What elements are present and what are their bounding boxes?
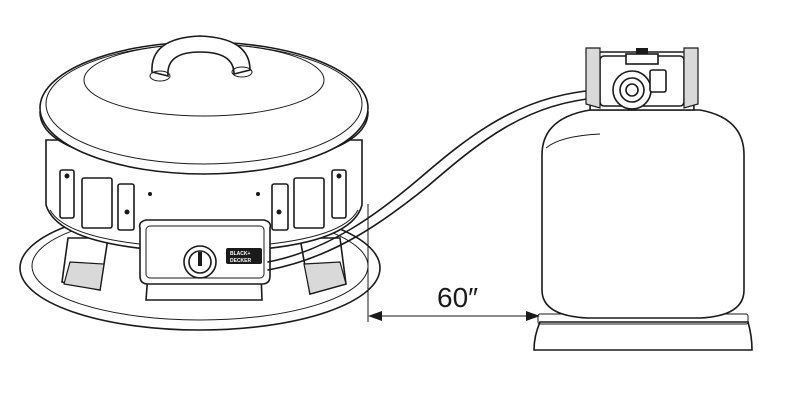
distance-dimension: 60″: [367, 204, 540, 322]
fire-pit: BLACK+ DECKER: [19, 35, 381, 331]
arrow-right-icon: [526, 311, 540, 321]
lid-handle: [149, 35, 253, 82]
arrow-left-icon: [368, 311, 382, 321]
tank-valve-icon: [612, 48, 667, 110]
tank-body: [541, 109, 745, 319]
lid: [39, 41, 369, 175]
tank-foot-ring: [533, 321, 753, 351]
brand-badge: BLACK+ DECKER: [226, 248, 262, 264]
propane-tank: [533, 47, 753, 351]
vent-panels: [59, 169, 347, 231]
brand-logo-line1: BLACK+: [230, 251, 250, 257]
dimension-label: 60″: [437, 282, 478, 313]
control-knob-icon: [183, 245, 217, 279]
brand-logo-line2: DECKER: [230, 258, 252, 264]
